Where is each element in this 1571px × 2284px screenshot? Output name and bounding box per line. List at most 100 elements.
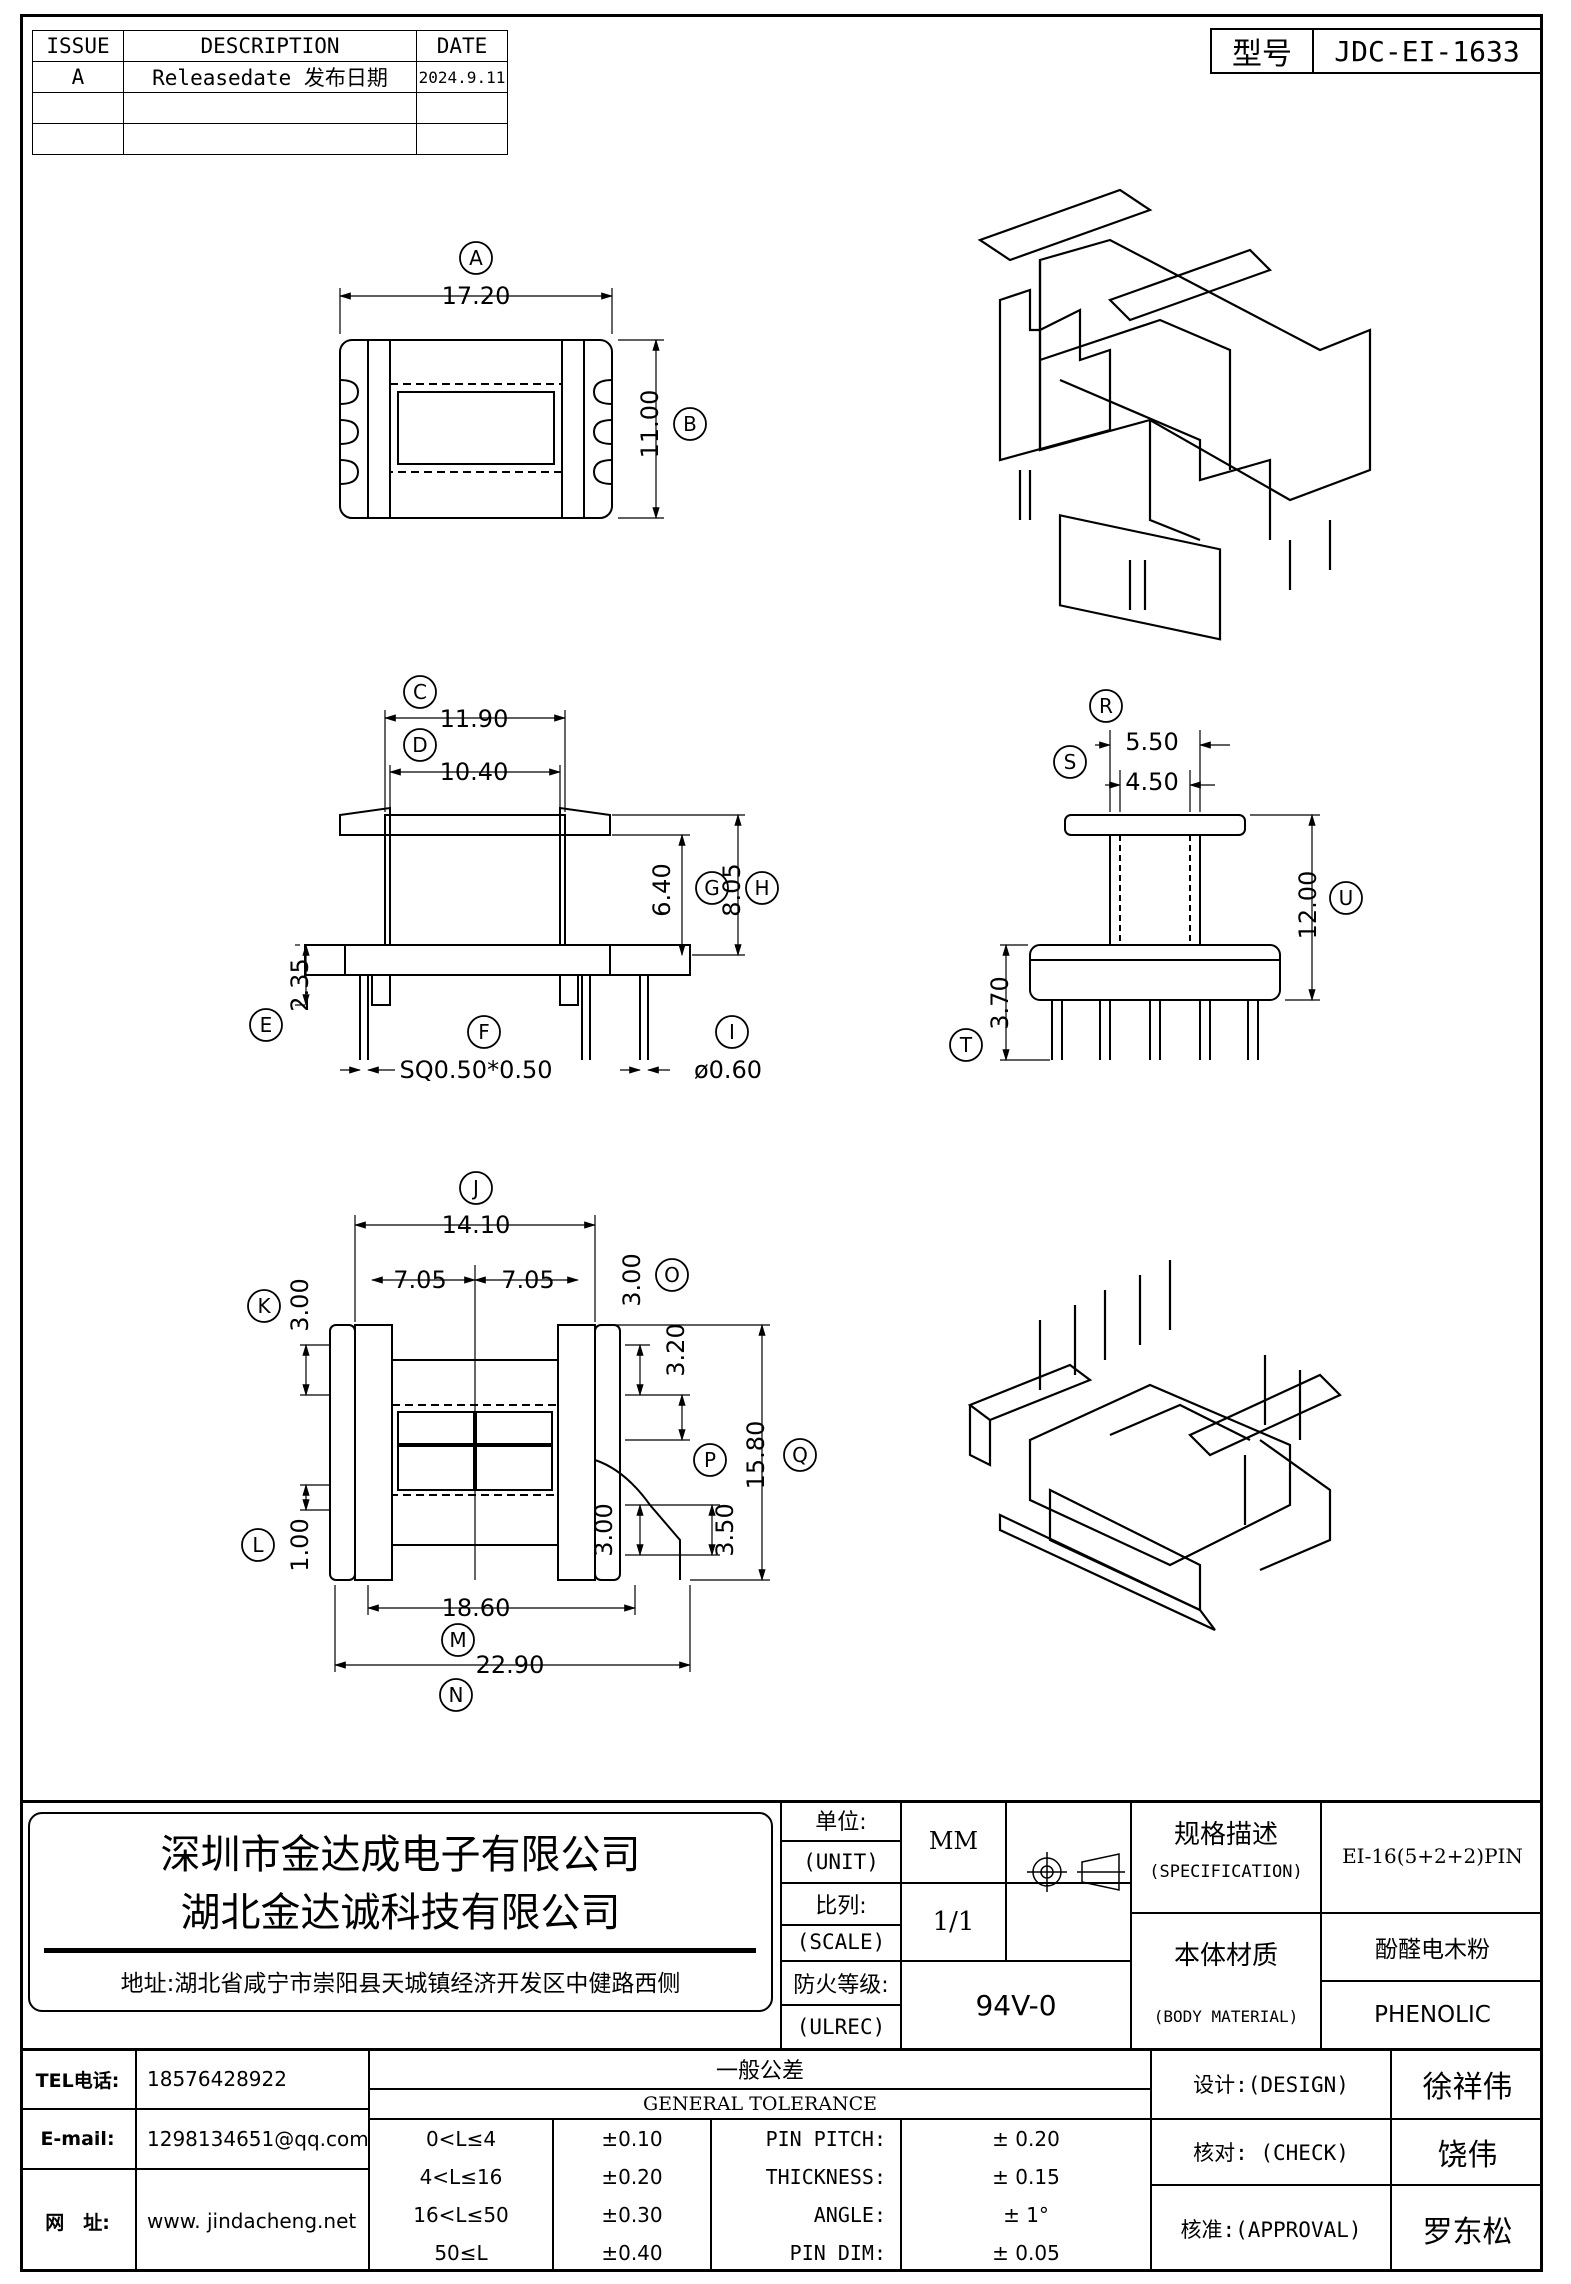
dimension-values: 17.20 11.00 11.90 10.40 2.35 SQ0.50*0.50… bbox=[286, 282, 1322, 1679]
revision-cell: A bbox=[32, 61, 124, 93]
tolerance-range: 4<L≤16 bbox=[419, 2165, 503, 2189]
callout-O: O bbox=[664, 1263, 680, 1287]
callout-M: M bbox=[449, 1628, 466, 1652]
revision-cell bbox=[32, 92, 124, 124]
tolerance-item: THICKNESS: bbox=[765, 2165, 886, 2189]
projection-symbol-icon bbox=[1027, 1852, 1125, 1892]
company-address: 地址:湖北省咸宁市崇阳县天城镇经济开发区中健路西侧 bbox=[120, 1971, 681, 1997]
scale-label: 比列: bbox=[815, 1894, 867, 1919]
bottom-view bbox=[300, 1215, 770, 1672]
spec-value: EI-16(5+2+2)PIN bbox=[1342, 1844, 1523, 1868]
callout-C: C bbox=[413, 680, 427, 704]
revision-header: DATE bbox=[416, 30, 508, 62]
tolerance-range: 0<L≤4 bbox=[425, 2127, 497, 2151]
unit-label: 单位: bbox=[815, 1810, 867, 1835]
callout-H: H bbox=[754, 876, 769, 900]
callout-S: S bbox=[1064, 750, 1077, 774]
revision-cell: 2024.9.11 bbox=[416, 61, 508, 93]
tolerance-range: 16<L≤50 bbox=[413, 2203, 509, 2227]
tolerance-item-value: ± 0.05 bbox=[992, 2241, 1060, 2265]
dim-P2: 3.50 bbox=[711, 1503, 739, 1556]
check-label: 核对: (CHECK) bbox=[1193, 2141, 1349, 2165]
dim-J: 14.10 bbox=[442, 1211, 511, 1239]
dim-J-left: 7.05 bbox=[393, 1266, 446, 1294]
material-label: 本体材质 bbox=[1173, 1940, 1278, 1971]
dim-I: ø0.60 bbox=[694, 1056, 762, 1084]
company-name-2: 湖北金达诚科技有限公司 bbox=[180, 1890, 621, 1936]
dim-U: 12.00 bbox=[1294, 871, 1322, 940]
revision-cell bbox=[416, 123, 508, 155]
dim-B: 11.00 bbox=[636, 390, 664, 459]
tolerance-item: ANGLE: bbox=[813, 2203, 886, 2227]
drawing-frame bbox=[20, 14, 1543, 2272]
callout-A: A bbox=[469, 246, 483, 270]
tolerance-range: 50≤L bbox=[434, 2241, 488, 2265]
approve-name: 罗东松 bbox=[1422, 2215, 1513, 2250]
dim-O2: 3.20 bbox=[662, 1323, 690, 1376]
callout-bubbles bbox=[241, 241, 1363, 1712]
callout-B: B bbox=[683, 412, 697, 436]
revision-cell bbox=[123, 123, 417, 155]
material-cn: 酚醛电木粉 bbox=[1375, 1937, 1490, 1963]
callout-E: E bbox=[260, 1013, 273, 1037]
tolerance-value: ±0.40 bbox=[601, 2241, 663, 2265]
tolerance-title-cn: 一般公差 bbox=[715, 2059, 804, 2084]
isometric-view-top bbox=[977, 188, 1372, 641]
callout-T: T bbox=[959, 1033, 973, 1057]
top-view bbox=[338, 288, 664, 520]
callout-D: D bbox=[412, 733, 427, 757]
model-value: JDC-EI-1633 bbox=[1334, 34, 1520, 68]
fire-label: 防火等级: bbox=[793, 1973, 889, 1998]
callout-Q: Q bbox=[792, 1443, 808, 1467]
callout-F: F bbox=[478, 1020, 490, 1044]
tolerance-value: ±0.30 bbox=[601, 2203, 663, 2227]
revision-cell bbox=[32, 123, 124, 155]
dim-J-right: 7.05 bbox=[501, 1266, 554, 1294]
callout-letters: A B C D E F G H I R S T U J K L M N O P … bbox=[252, 246, 1353, 1707]
dim-A: 17.20 bbox=[442, 282, 511, 310]
model-label: 型号 bbox=[1212, 30, 1314, 72]
front-view bbox=[295, 710, 745, 1074]
dim-N: 22.90 bbox=[476, 1651, 545, 1679]
material-label-en: (BODY MATERIAL) bbox=[1153, 2006, 1299, 2026]
material-en: PHENOLIC bbox=[1374, 2002, 1491, 2028]
dim-P: 3.00 bbox=[590, 1503, 618, 1556]
side-view bbox=[1000, 730, 1320, 1062]
spec-label-en: (SPECIFICATION) bbox=[1149, 1862, 1303, 1882]
callout-P: P bbox=[704, 1448, 716, 1472]
scale-label-en: (SCALE) bbox=[796, 1930, 886, 1954]
fire-value: 94V-0 bbox=[975, 1988, 1057, 2022]
unit-value: MM bbox=[928, 1827, 979, 1855]
model-box: 型号 JDC-EI-1633 bbox=[1210, 28, 1542, 74]
dim-S: 4.50 bbox=[1125, 768, 1178, 796]
company-name-1: 深圳市金达成电子有限公司 bbox=[160, 1832, 641, 1878]
company-box bbox=[28, 1812, 773, 2012]
callout-I: I bbox=[729, 1020, 735, 1044]
callout-L: L bbox=[252, 1533, 264, 1557]
dim-O: 3.00 bbox=[618, 1253, 646, 1306]
dim-L: 1.00 bbox=[286, 1518, 314, 1571]
approve-label: 核准:(APPROVAL) bbox=[1180, 2218, 1362, 2242]
tolerance-value: ±0.20 bbox=[601, 2165, 663, 2189]
dim-C: 11.90 bbox=[440, 705, 509, 733]
callout-G: G bbox=[704, 876, 720, 900]
dim-T: 3.70 bbox=[986, 976, 1014, 1029]
scale-value: 1/1 bbox=[932, 1907, 975, 1937]
dim-Q: 15.80 bbox=[742, 1421, 770, 1490]
tolerance-title-en: GENERAL TOLERANCE bbox=[642, 2092, 878, 2115]
dim-H: 8.05 bbox=[718, 863, 746, 916]
tel-label: TEL电话: bbox=[35, 2069, 120, 2092]
email-value: 1298134651@qq.com bbox=[147, 2127, 369, 2151]
dim-E: 2.35 bbox=[286, 958, 314, 1011]
callout-N: N bbox=[449, 1683, 464, 1707]
tolerance-item-value: ± 0.15 bbox=[992, 2165, 1060, 2189]
isometric-view-bottom bbox=[967, 1260, 1342, 1631]
tolerance-item-value: ± 0.20 bbox=[992, 2127, 1060, 2151]
web-label: 网 址: bbox=[45, 2211, 110, 2234]
dim-G: 6.40 bbox=[648, 863, 676, 916]
fire-label-en: (ULREC) bbox=[796, 2015, 886, 2039]
dim-R: 5.50 bbox=[1125, 728, 1178, 756]
email-label: E-mail: bbox=[40, 2128, 115, 2150]
unit-label-en: (UNIT) bbox=[803, 1850, 879, 1874]
dim-F: SQ0.50*0.50 bbox=[400, 1056, 553, 1084]
